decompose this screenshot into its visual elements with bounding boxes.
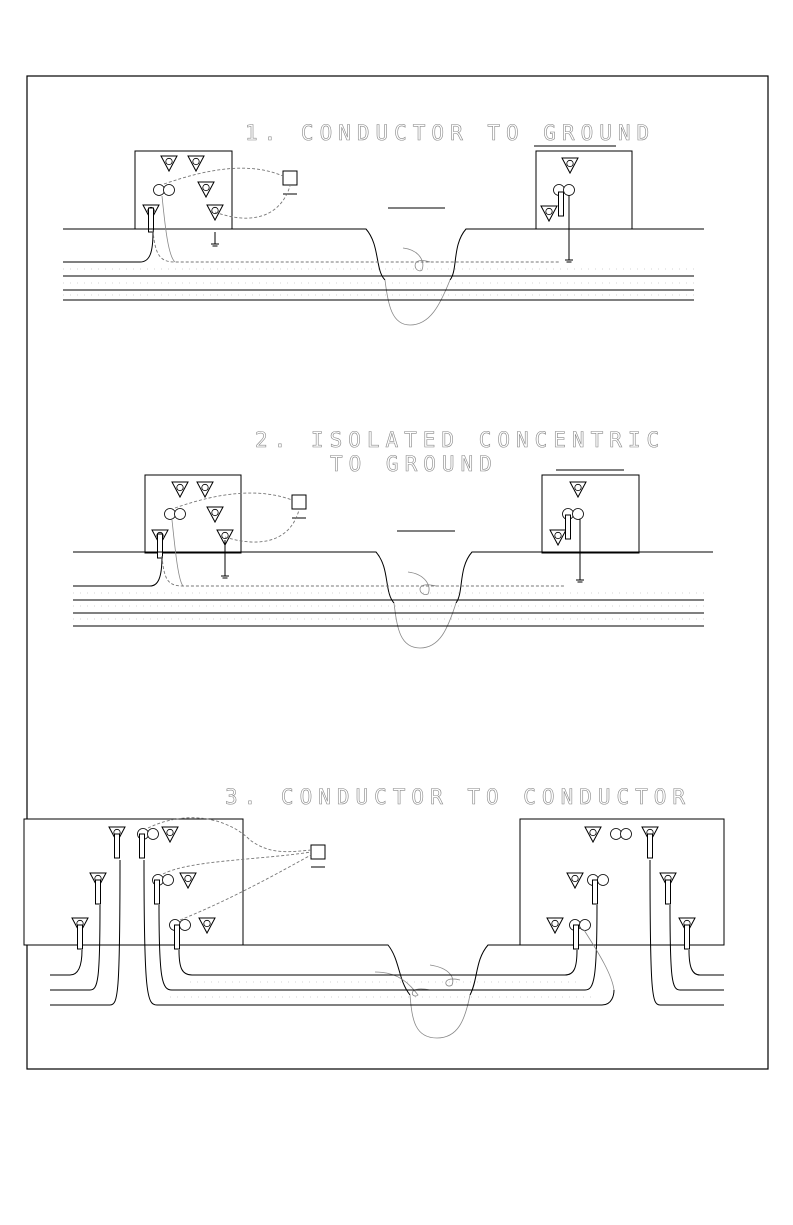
section-2-title-line-1: 2. ISOLATED CONCENTRIC	[255, 428, 665, 452]
section-1: 1. CONDUCTOR TO GROUND	[63, 121, 704, 325]
section-2: 2. ISOLATED CONCENTRIC TO GROUND	[73, 428, 713, 648]
ground-icon	[565, 248, 573, 262]
test-probe-icon	[685, 925, 690, 949]
ground-icon	[576, 568, 584, 582]
tester-box	[283, 171, 297, 185]
section-3-title: 3. CONDUCTOR TO CONDUCTOR	[225, 785, 691, 809]
section-2-title-line-2: TO GROUND	[330, 452, 498, 476]
ground-icon	[221, 564, 229, 578]
test-probe-icon	[559, 192, 564, 216]
test-probe-icon	[149, 208, 154, 232]
test-probe-icon	[566, 515, 571, 539]
section-1-title: 1. CONDUCTOR TO GROUND	[245, 121, 655, 145]
test-probe-icon	[648, 834, 653, 858]
test-probe-icon	[78, 925, 83, 949]
section-3: 3. CONDUCTOR TO CONDUCTOR	[24, 785, 724, 1038]
ground-icon	[211, 232, 219, 246]
tester-box	[292, 495, 306, 509]
test-probe-icon	[158, 534, 163, 558]
test-probe-icon	[175, 925, 180, 949]
test-probe-icon	[115, 834, 120, 858]
test-probe-icon	[96, 880, 101, 904]
test-probe-icon	[155, 880, 160, 904]
test-probe-icon	[593, 880, 598, 904]
test-probe-icon	[140, 834, 145, 858]
tester-box	[311, 845, 325, 859]
test-probe-icon	[666, 880, 671, 904]
test-probe-icon	[574, 925, 579, 949]
